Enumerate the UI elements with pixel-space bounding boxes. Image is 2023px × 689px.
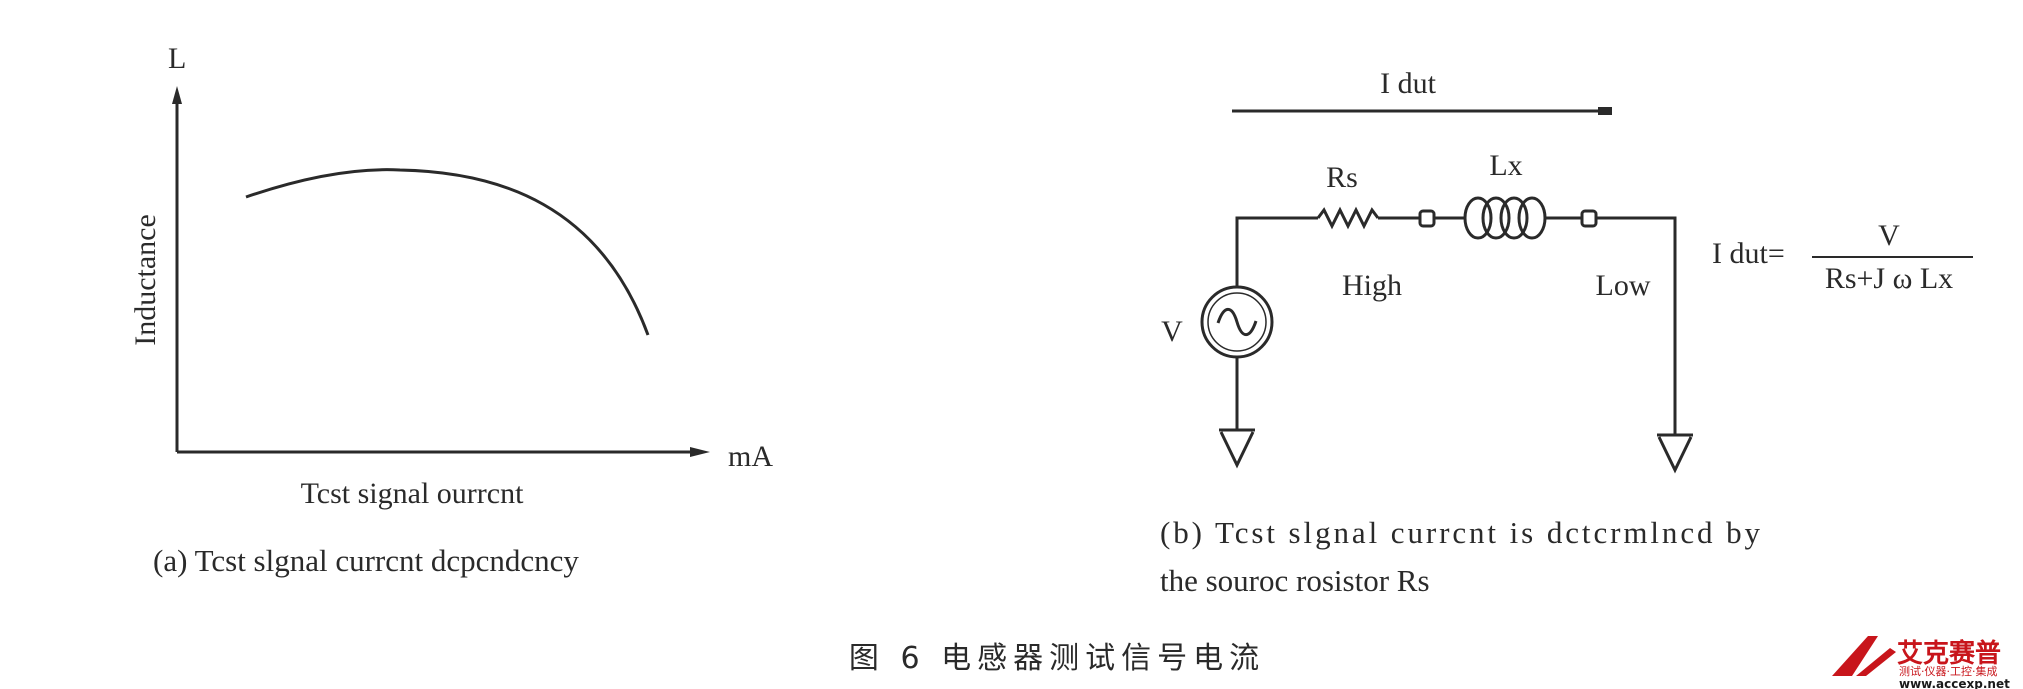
formula-denominator: Rs+J ω Lx — [1825, 262, 1953, 295]
high-terminal — [1418, 209, 1436, 228]
wire-right — [1596, 216, 1677, 435]
logo-tagline: 测试·仪器·工控·集成 — [1899, 664, 1998, 678]
y-axis-label: Inductance — [129, 214, 162, 346]
high-label: High — [1342, 269, 1402, 302]
rs-label: Rs — [1326, 161, 1358, 194]
current-label: I dut — [1380, 67, 1436, 100]
ground-left-icon — [1219, 428, 1255, 469]
x-axis-label: Tcst signal ourrcnt — [301, 477, 525, 510]
formula-numerator: V — [1878, 219, 1900, 252]
current-arrow-head — [1598, 107, 1612, 115]
ground-right-icon — [1657, 433, 1693, 474]
low-label: Low — [1596, 269, 1651, 302]
caption-a: (a) Tcst slgnal currcnt dcpcndcncy — [153, 543, 579, 578]
logo-brand-cn: 艾克赛普 — [1897, 638, 2001, 669]
logo-url: www.accexp.net — [1899, 677, 2010, 689]
panel-a: L Inductance mA Tcst signal ourrcnt (a) … — [129, 42, 773, 578]
logo-swoosh-icon — [1832, 636, 1878, 676]
y-axis-arrow — [172, 86, 182, 104]
resistor-rs — [1316, 206, 1380, 230]
formula-lhs: I dut= — [1712, 237, 1785, 270]
voltage-source-inner — [1207, 292, 1267, 352]
figure-title: 图 6 电感器测试信号电流 — [849, 641, 1265, 676]
inductor-lx — [1463, 196, 1547, 240]
logo-swoosh-2-icon — [1856, 648, 1896, 676]
panel-b: I dut — [1160, 67, 1973, 598]
wire-left — [1235, 216, 1318, 295]
x-axis-unit: mA — [728, 440, 773, 473]
lx-label: Lx — [1489, 149, 1522, 182]
caption-b-line2: the souroc rosistor Rs — [1160, 563, 1430, 598]
x-axis-arrow — [690, 447, 710, 457]
brand-logo: 艾克赛普 测试·仪器·工控·集成 www.accexp.net — [1832, 636, 2010, 689]
caption-b-line1: (b) Tcst slgnal currcnt is dctcrmlncd by — [1160, 515, 1761, 550]
low-terminal — [1580, 209, 1598, 228]
sine-wave-icon — [1216, 307, 1258, 337]
inductance-curve — [245, 168, 650, 336]
y-axis-letter: L — [168, 42, 186, 75]
source-label: V — [1161, 315, 1183, 348]
